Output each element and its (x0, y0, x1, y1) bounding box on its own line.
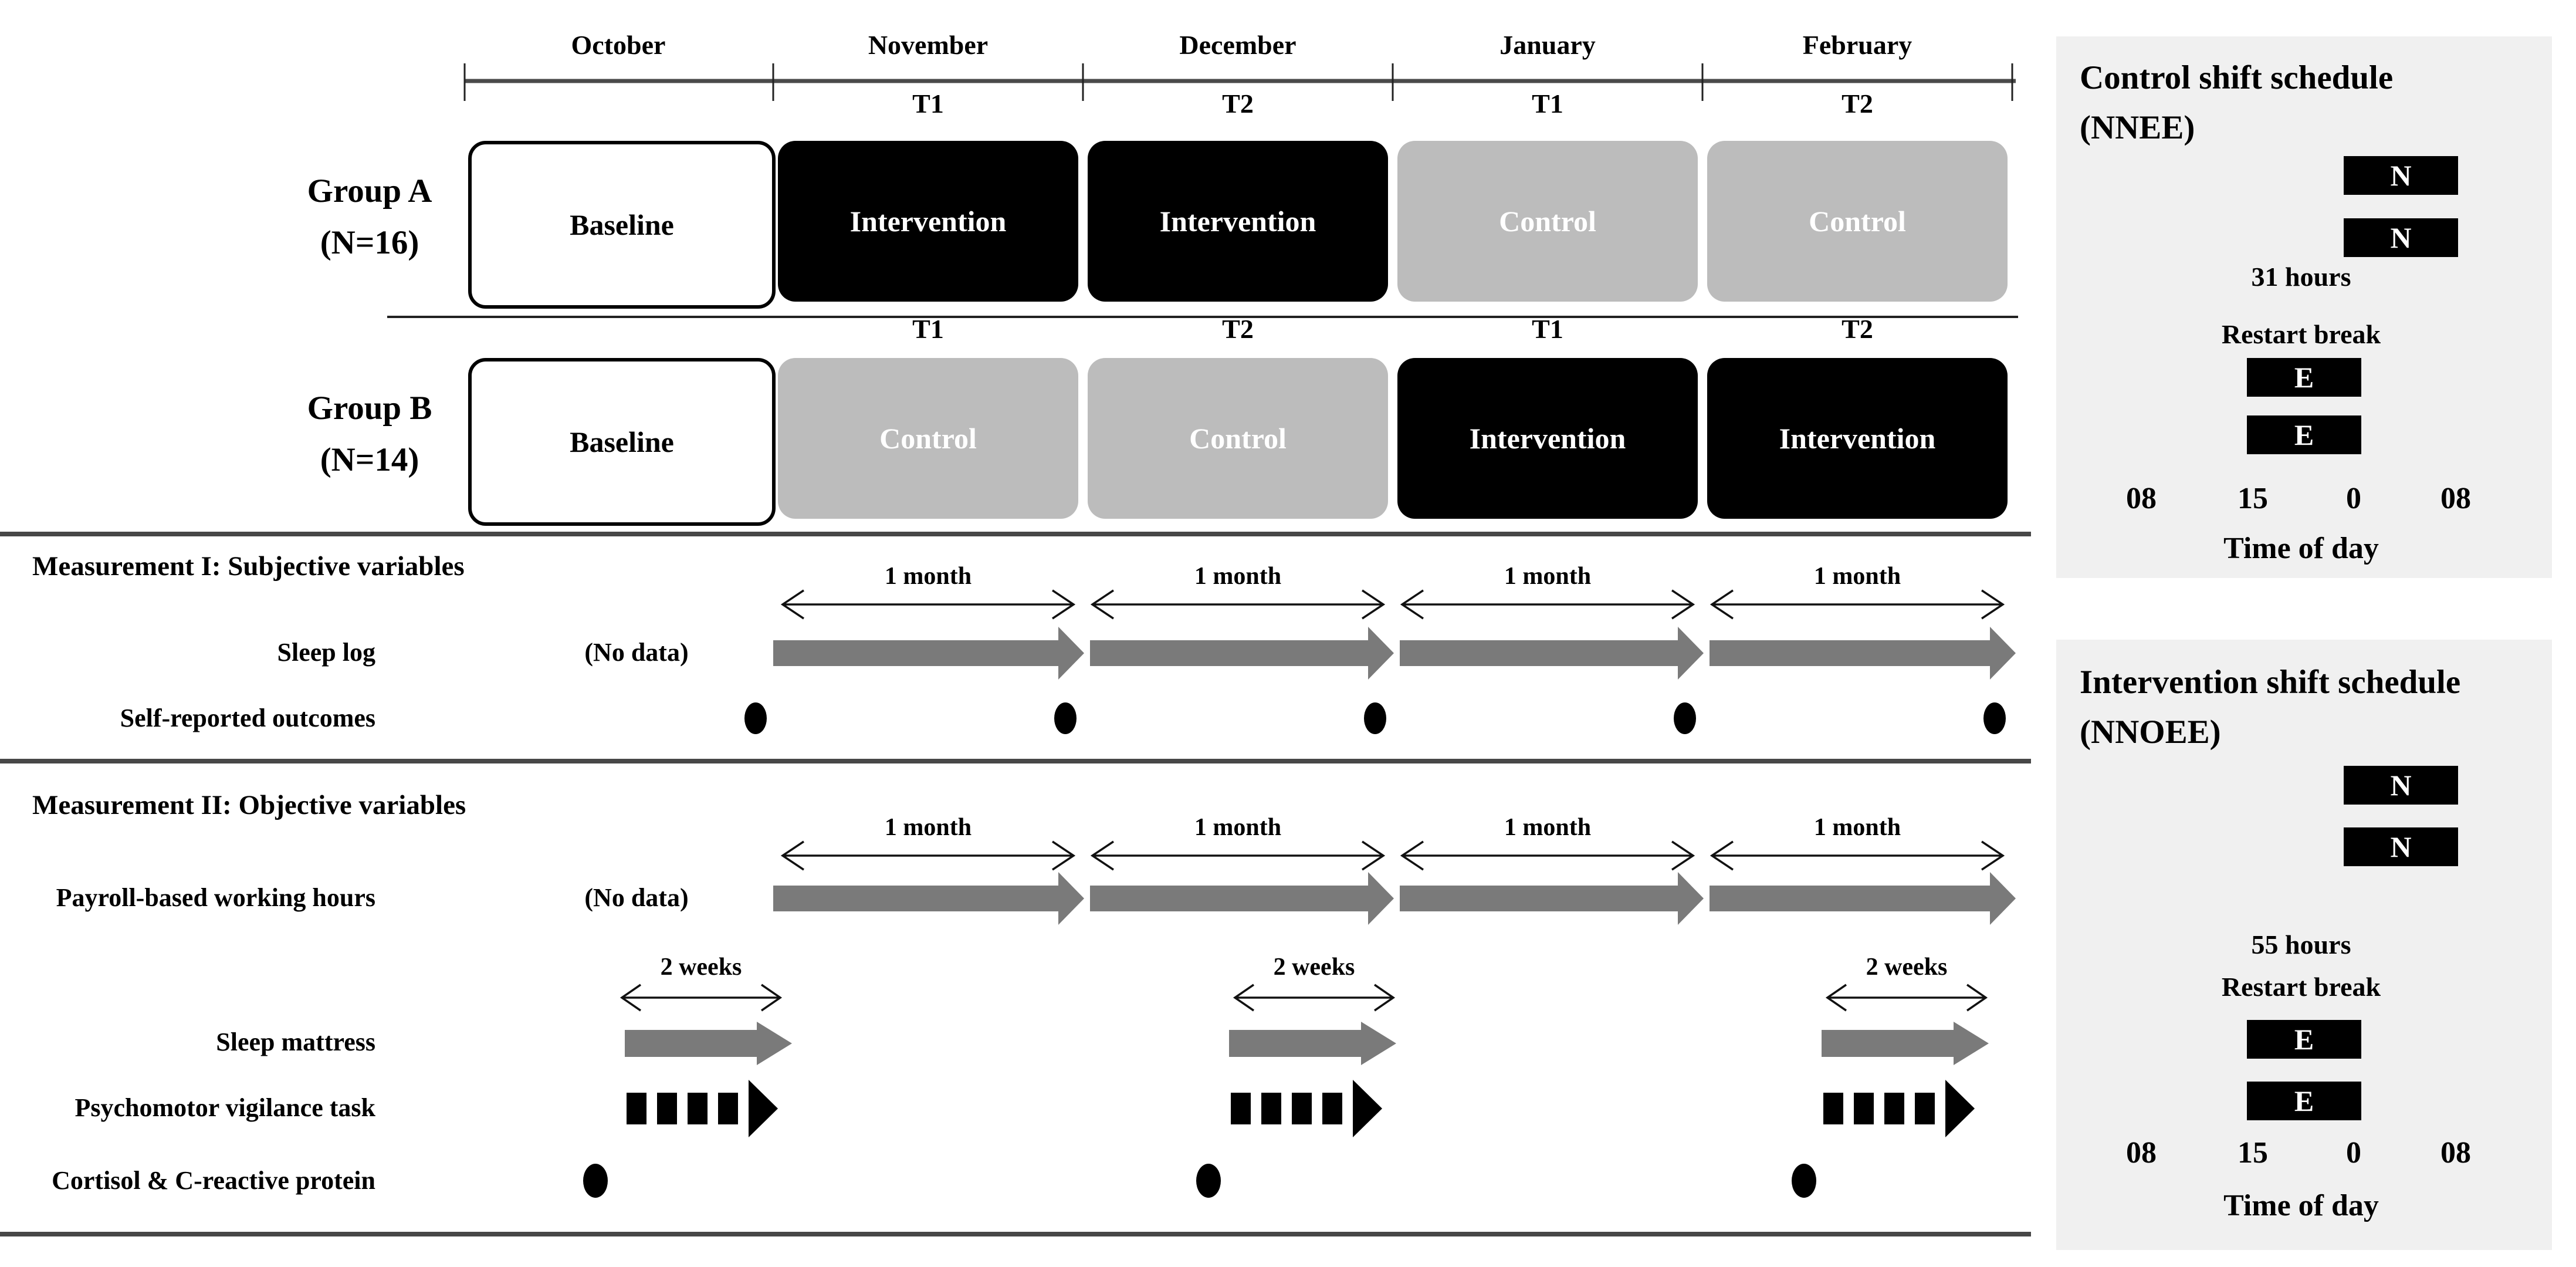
intervention-axis-tick-0: 0 (2346, 1136, 2361, 1170)
group-b-phase-control-1: Control (778, 358, 1078, 519)
m1-duration-4: 1 month (1813, 563, 1901, 590)
control-duration-label: 31 hours (2251, 262, 2351, 292)
one-month-arrows-m1 (780, 589, 2005, 620)
control-night-shift-2: N (2344, 218, 2458, 257)
m2-duration-3: 1 month (1504, 814, 1592, 841)
group-b-time-t2-dec: T2 (1222, 314, 1254, 344)
month-label-december: December (1179, 30, 1297, 60)
intervention-duration-label: 55 hours (2251, 930, 2351, 959)
month-label-november: November (868, 30, 989, 60)
group-b-phase-control-2: Control (1088, 358, 1388, 519)
group-a-time-t1-nov: T1 (912, 89, 944, 119)
cortisol-dots (583, 1164, 1816, 1198)
timeline-ruler (463, 63, 2016, 101)
sleep-log-arrow (773, 627, 2016, 680)
intervention-evening-shift-1: E (2247, 1020, 2361, 1059)
control-panel-subtitle: (NNEE) (2080, 109, 2195, 146)
control-axis-tick-0: 0 (2346, 482, 2361, 515)
pvt-dashed-arrows (627, 1080, 1975, 1137)
self-reported-label: Self-reported outcomes (120, 704, 375, 732)
group-b-phase-intervention-2: Intervention (1707, 358, 2008, 519)
group-a-phase-baseline: Baseline (468, 141, 776, 309)
group-a-phase-intervention-1: Intervention (778, 141, 1078, 302)
sleep-log-nodata: (No data) (584, 638, 689, 667)
group-b-time-t1-jan: T1 (1532, 314, 1563, 344)
m1-duration-1: 1 month (884, 563, 972, 590)
m1-duration-3: 1 month (1504, 563, 1592, 590)
self-reported-dots (744, 702, 2006, 734)
intervention-panel-subtitle: (NNOEE) (2080, 714, 2221, 751)
measurement1-header: Measurement I: Subjective variables (32, 551, 465, 582)
control-axis-tick-08a: 08 (2126, 482, 2157, 515)
m1-duration-2: 1 month (1194, 563, 1282, 590)
control-night-shift-1: N (2344, 156, 2458, 195)
control-axis-tick-15: 15 (2238, 482, 2268, 515)
intervention-axis-tick-08b: 08 (2440, 1136, 2471, 1170)
group-b-n: (N=14) (320, 441, 419, 479)
m2-duration-2: 1 month (1194, 814, 1282, 841)
intervention-evening-shift-2: E (2247, 1082, 2361, 1120)
sleep-log-label: Sleep log (277, 638, 375, 667)
month-label-january: January (1499, 30, 1596, 60)
month-label-october: October (571, 30, 666, 60)
control-axis-label: Time of day (2223, 532, 2379, 565)
measurement2-header: Measurement II: Objective variables (32, 790, 466, 820)
intervention-night-shift-2: N (2344, 827, 2458, 866)
control-panel-title: Control shift schedule (2080, 59, 2394, 96)
group-a-time-t2-dec: T2 (1222, 89, 1254, 119)
group-a-time-t1-jan: T1 (1532, 89, 1563, 119)
control-axis-tick-08b: 08 (2440, 482, 2471, 515)
group-a-time-t2-feb: T2 (1842, 89, 1873, 119)
group-b-name: Group B (307, 390, 432, 427)
control-evening-shift-2: E (2247, 415, 2361, 454)
m2-duration-4: 1 month (1813, 814, 1901, 841)
one-month-arrows-m2 (780, 840, 2005, 871)
month-label-february: February (1802, 30, 1912, 60)
intervention-panel-title: Intervention shift schedule (2080, 664, 2461, 701)
intervention-shift-panel: Intervention shift schedule (NNOEE) N N … (2056, 640, 2552, 1250)
payroll-arrow (773, 872, 2016, 925)
two-weeks-label-3: 2 weeks (1866, 954, 1948, 981)
group-a-phase-control-2: Control (1707, 141, 2008, 302)
control-evening-shift-1: E (2247, 358, 2361, 397)
intervention-axis-tick-08a: 08 (2126, 1136, 2157, 1170)
group-a-name: Group A (307, 173, 432, 210)
payroll-label: Payroll-based working hours (56, 883, 375, 912)
pvt-label: Psychomotor vigilance task (75, 1093, 376, 1122)
group-b-phase-intervention-1: Intervention (1397, 358, 1698, 519)
intervention-axis-label: Time of day (2223, 1189, 2379, 1222)
two-weeks-label-1: 2 weeks (660, 954, 742, 981)
intervention-axis-tick-15: 15 (2238, 1136, 2268, 1170)
control-shift-panel: Control shift schedule (NNEE) N N 31 hou… (2056, 36, 2552, 578)
group-b-time-t1-nov: T1 (912, 314, 944, 344)
group-a-phase-intervention-2: Intervention (1088, 141, 1388, 302)
cortisol-label: Cortisol & C-reactive protein (52, 1166, 375, 1195)
control-restart-break-label: Restart break (2221, 319, 2381, 349)
group-a-n: (N=16) (320, 224, 419, 262)
group-a-phase-control-1: Control (1397, 141, 1698, 302)
group-b-time-t2-feb: T2 (1842, 314, 1873, 344)
intervention-night-shift-1: N (2344, 766, 2458, 805)
two-week-arrows (620, 984, 1988, 1012)
group-a-label: Group A (N=16) (205, 165, 534, 269)
two-weeks-label-2: 2 weeks (1273, 954, 1355, 981)
sleep-mattress-arrows (625, 1022, 1989, 1065)
group-b-phase-baseline: Baseline (468, 358, 776, 526)
intervention-restart-break-label: Restart break (2221, 972, 2381, 1002)
m2-duration-1: 1 month (884, 814, 972, 841)
payroll-nodata: (No data) (584, 883, 689, 912)
sleep-mattress-label: Sleep mattress (216, 1028, 375, 1056)
group-b-label: Group B (N=14) (205, 383, 534, 486)
